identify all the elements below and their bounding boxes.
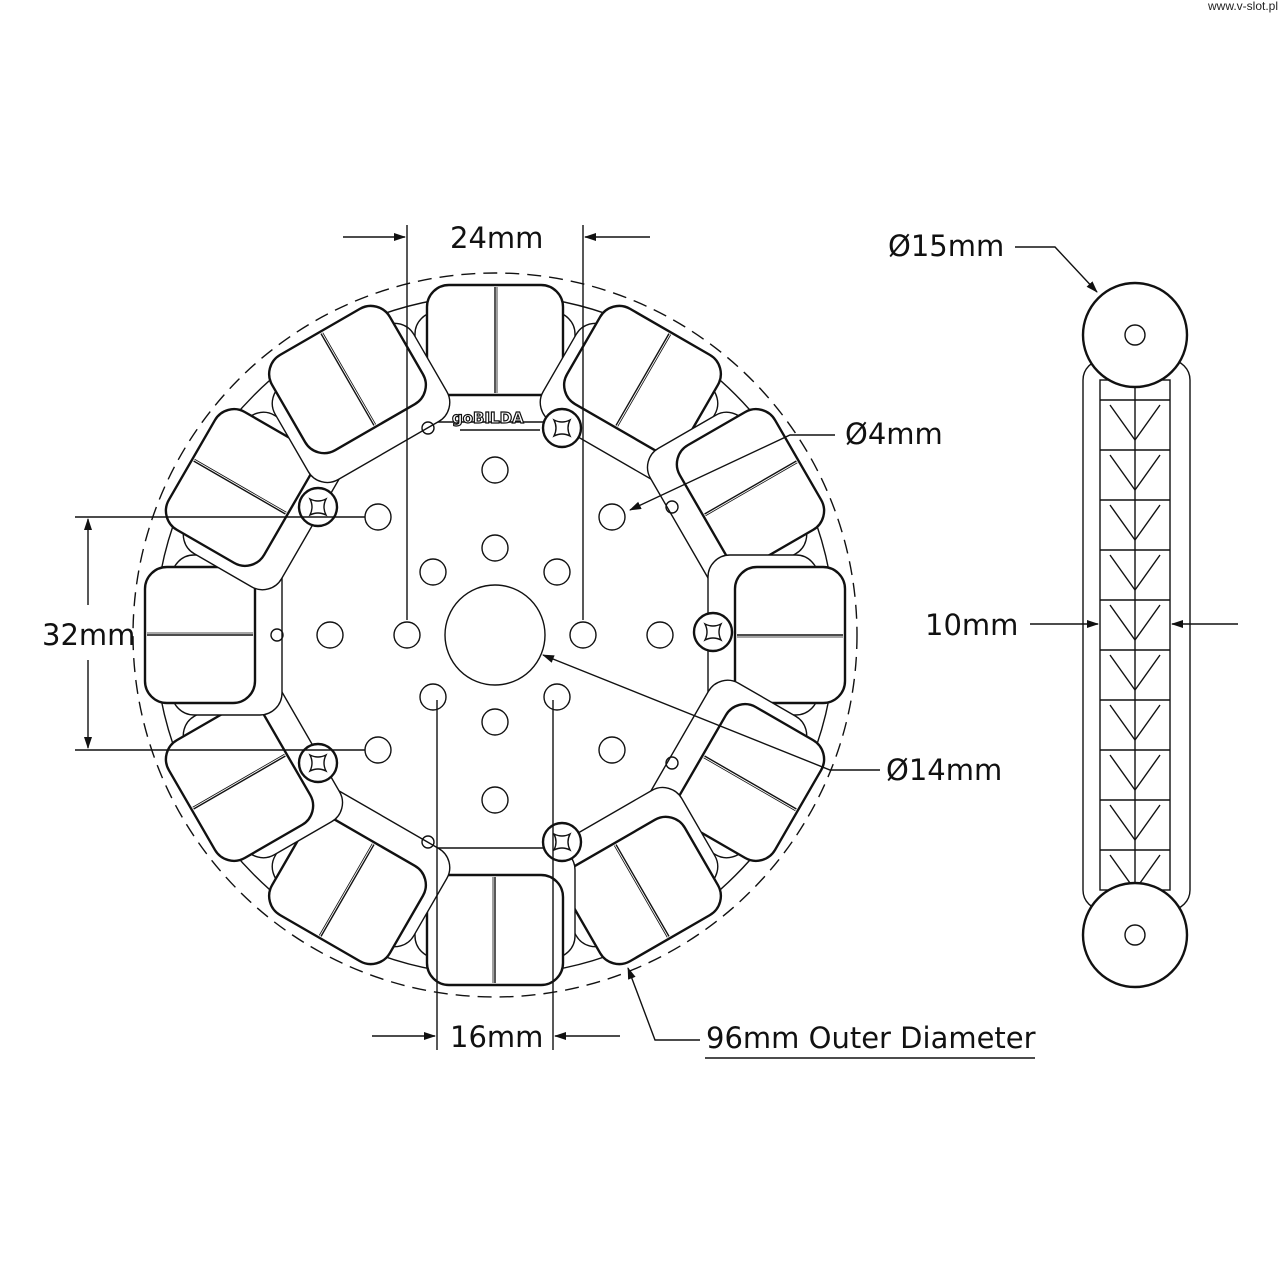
dim-roller-diameter: Ø15mm	[888, 229, 1004, 263]
mount-hole	[665, 756, 679, 770]
dim-outer-diameter: 96mm Outer Diameter	[706, 1021, 1036, 1055]
screw-head	[692, 611, 734, 653]
bottom-roller-section	[1081, 881, 1189, 989]
roller	[646, 407, 826, 591]
screw-head	[541, 407, 583, 449]
mount-hole	[270, 628, 284, 642]
mount-hole	[481, 456, 509, 484]
roller	[539, 786, 723, 966]
mount-hole	[364, 736, 392, 764]
screw-head	[541, 821, 583, 863]
mount-hole	[481, 708, 509, 736]
dim-mount-hole: Ø4mm	[845, 417, 943, 451]
roller	[143, 554, 283, 716]
mount-hole	[481, 786, 509, 814]
mount-hole	[665, 500, 679, 514]
mount-hole	[419, 558, 447, 586]
roller	[267, 304, 451, 484]
mount-hole	[393, 621, 421, 649]
mount-hole	[316, 621, 344, 649]
dim-hole-spacing: 16mm	[450, 1020, 543, 1054]
dim-thickness: 10mm	[925, 608, 1018, 642]
mount-hole	[543, 558, 571, 586]
wheel-side-view	[1081, 281, 1191, 989]
dimension-lines	[75, 225, 1238, 1059]
roller	[414, 847, 576, 987]
mount-hole	[419, 683, 447, 711]
dim-roller-width: 24mm	[450, 221, 543, 255]
mount-hole	[421, 421, 435, 435]
mount-hole	[481, 534, 509, 562]
mount-hole	[543, 683, 571, 711]
dim-bore: Ø14mm	[886, 753, 1002, 787]
mount-hole	[569, 621, 597, 649]
top-roller-section	[1081, 281, 1189, 389]
svg-text:goBILDA: goBILDA	[452, 409, 524, 427]
watermark: www.v-slot.pl	[1207, 0, 1278, 13]
rollers	[143, 283, 847, 987]
roller	[414, 283, 576, 423]
mount-hole	[598, 736, 626, 764]
screw-head	[297, 742, 339, 784]
mount-hole	[421, 835, 435, 849]
mount-hole	[598, 503, 626, 531]
wheel-front-view	[132, 272, 858, 998]
center-bore	[444, 584, 546, 686]
gobilda-logo: goBILDA	[451, 408, 540, 431]
roller	[707, 554, 847, 716]
mount-hole	[364, 503, 392, 531]
mount-hole	[646, 621, 674, 649]
dim-pattern-spacing: 32mm	[42, 618, 135, 652]
outer-diameter-circle	[132, 272, 858, 998]
screw-head	[297, 486, 339, 528]
